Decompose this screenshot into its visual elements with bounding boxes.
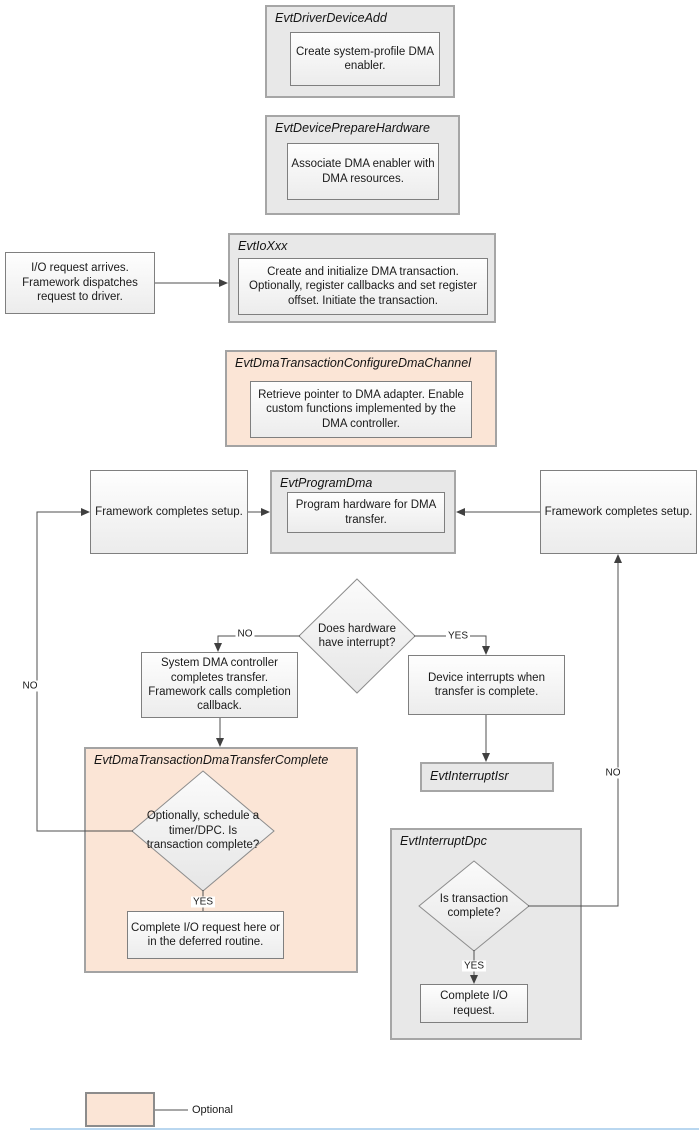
node-title: EvtDmaTransactionConfigureDmaChannel <box>235 356 471 370</box>
diamond-shape <box>298 578 416 694</box>
node-title: EvtDmaTransactionDmaTransferComplete <box>94 753 329 767</box>
node-evt-interrupt-dpc: EvtInterruptDpc Is transaction complete?… <box>390 828 582 1040</box>
node-device-interrupts: Device interrupts when transfer is compl… <box>408 655 565 715</box>
node-body-text: Framework completes setup. <box>544 505 693 518</box>
node-evt-device-prepare-hardware: EvtDevicePrepareHardware Associate DMA e… <box>265 115 460 215</box>
decision-text: Optionally, schedule a timer/DPC. Is tra… <box>146 810 260 852</box>
node-evt-dma-transaction-configure-dma-channel: EvtDmaTransactionConfigureDmaChannel Ret… <box>225 350 497 447</box>
node-io-request: I/O request arrives. Framework dispatche… <box>5 252 155 314</box>
decision-dpc-transaction-complete: Is transaction complete? <box>418 860 530 952</box>
node-framework-setup-left: Framework completes setup. <box>90 470 248 554</box>
node-system-dma-completes: System DMA controller completes transfer… <box>141 652 298 718</box>
node-evt-interrupt-isr: EvtInterruptIsr <box>420 762 554 792</box>
node-evt-io-xxx: EvtIoXxx Create and initialize DMA trans… <box>228 233 496 323</box>
node-body: Associate DMA enabler with DMA resources… <box>287 143 439 200</box>
node-body-text: Retrieve pointer to DMA adapter. Enable … <box>258 388 464 430</box>
node-body-text: Device interrupts when transfer is compl… <box>428 671 545 698</box>
node-body-text: Create and initialize DMA transaction. O… <box>249 265 477 307</box>
decision-dma-transaction-complete: Optionally, schedule a timer/DPC. Is tra… <box>131 770 275 892</box>
node-body-text: Associate DMA enabler with DMA resources… <box>291 158 435 185</box>
node-title: EvtIoXxx <box>238 239 288 253</box>
node-body: Create and initialize DMA transaction. O… <box>238 258 488 315</box>
node-body-text: I/O request arrives. Framework dispatche… <box>22 262 138 304</box>
node-body-text: Framework completes setup. <box>95 505 243 518</box>
node-evt-program-dma: EvtProgramDma Program hardware for DMA t… <box>270 470 456 554</box>
node-title: EvtProgramDma <box>280 476 373 490</box>
edge-label-hw-yes: YES <box>445 630 471 642</box>
node-body-text: System DMA controller completes transfer… <box>148 657 291 713</box>
node-body-text: Complete I/O request. <box>440 990 508 1017</box>
node-body-text: Program hardware for DMA transfer. <box>295 499 437 526</box>
node-body: Create system-profile DMA enabler. <box>290 32 440 86</box>
edge-label-loop-no: NO <box>20 680 40 692</box>
edge-label-dpc-no: NO <box>603 767 623 779</box>
legend-optional-label: Optional <box>192 1104 233 1116</box>
edge-label-hw-no: NO <box>235 628 255 640</box>
node-title: EvtInterruptDpc <box>400 834 487 848</box>
legend-optional-swatch <box>85 1092 155 1127</box>
node-body: Program hardware for DMA transfer. <box>287 492 445 533</box>
edge-label-dpc-yes: YES <box>461 960 487 972</box>
decision-text: Is transaction complete? <box>439 892 509 919</box>
node-body-text: Create system-profile DMA enabler. <box>295 45 435 72</box>
connector-hw-no-branch <box>214 635 300 652</box>
window-bottom-edge <box>30 1128 699 1130</box>
node-body-text: Complete I/O request here or in the defe… <box>131 921 280 948</box>
node-framework-setup-right: Framework completes setup. <box>540 470 697 554</box>
edge-label-dma-yes: YES <box>190 896 216 908</box>
node-body: Retrieve pointer to DMA adapter. Enable … <box>250 381 472 438</box>
node-title: EvtDriverDeviceAdd <box>275 11 387 25</box>
decision-hardware-interrupt: Does hardware have interrupt? <box>298 578 416 694</box>
decision-text: Does hardware have interrupt? <box>318 622 396 649</box>
node-body: Complete I/O request here or in the defe… <box>127 911 284 959</box>
node-title: EvtDevicePrepareHardware <box>275 121 430 135</box>
node-body: Complete I/O request. <box>420 984 528 1023</box>
node-title: EvtInterruptIsr <box>430 769 509 783</box>
node-evt-dma-transaction-dma-transfer-complete: EvtDmaTransactionDmaTransferComplete Opt… <box>84 747 358 973</box>
node-evt-driver-device-add: EvtDriverDeviceAdd Create system-profile… <box>265 5 455 98</box>
